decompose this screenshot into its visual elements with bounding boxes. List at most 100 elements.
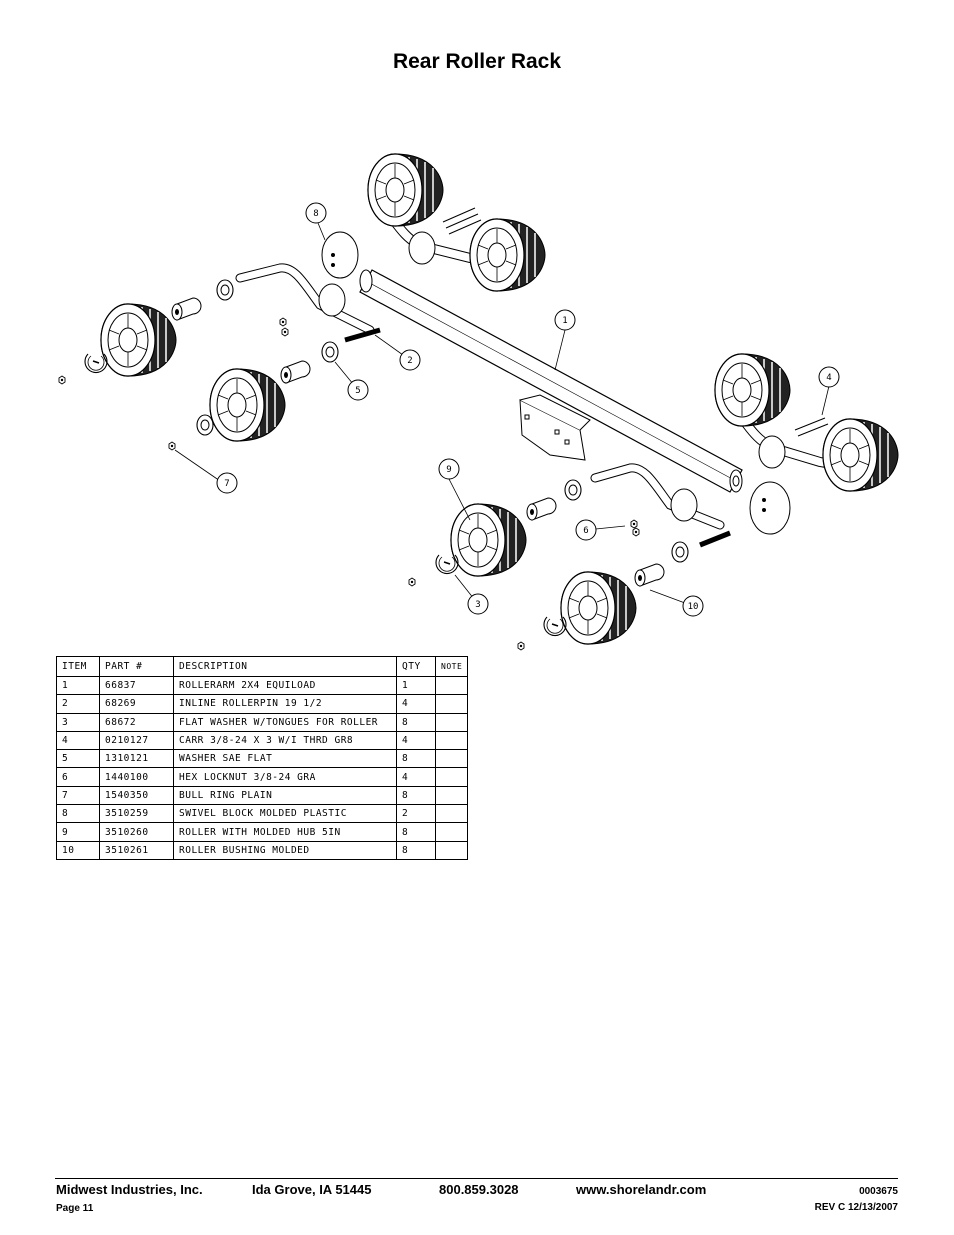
cell-note — [434, 694, 469, 714]
footer-doc-number: 0003675 — [859, 1186, 898, 1197]
rocker-arm-right — [714, 353, 899, 535]
cell-qty: 8 — [396, 822, 436, 842]
callout-4: 4 — [818, 366, 840, 388]
svg-text:5: 5 — [355, 386, 360, 396]
cell-part: 3510261 — [99, 840, 174, 860]
cell-note — [434, 730, 469, 751]
cell-qty: 4 — [396, 767, 436, 787]
cell-note — [434, 749, 469, 769]
cell-part: 3510259 — [99, 804, 174, 824]
cell-desc: ROLLER BUSHING MOLDED — [173, 840, 397, 860]
callout-6: 6 — [575, 519, 597, 541]
cell-qty: 8 — [396, 840, 436, 860]
cell-desc: CARR 3/8-24 X 3 W/I THRD GR8 — [173, 730, 397, 751]
cell-note — [434, 822, 469, 842]
header-description: DESCRIPTION — [173, 656, 397, 677]
cell-part: 68269 — [99, 694, 174, 714]
cell-note — [434, 840, 469, 860]
rollerpin-left — [216, 231, 381, 363]
footer-company: Midwest Industries, Inc. — [56, 1182, 203, 1197]
cell-qty: 8 — [396, 712, 436, 732]
header-part: PART # — [99, 656, 174, 677]
cell-item: 6 — [56, 767, 100, 787]
callout-2: 2 — [399, 349, 421, 371]
center-bracket — [519, 394, 591, 461]
cell-item: 2 — [56, 694, 100, 714]
rollerpin-lower — [564, 463, 731, 563]
svg-text:8: 8 — [313, 209, 318, 219]
footer-phone: 800.859.3028 — [439, 1182, 519, 1197]
svg-text:3: 3 — [475, 600, 480, 610]
cell-part: 68672 — [99, 712, 174, 732]
svg-text:4: 4 — [826, 373, 831, 383]
header-note: NOTE — [434, 656, 469, 677]
cell-item: 3 — [56, 712, 100, 732]
cell-note — [434, 767, 469, 787]
callout-5: 5 — [347, 379, 369, 401]
cell-part: 0210127 — [99, 730, 174, 751]
cell-part: 1440100 — [99, 767, 174, 787]
header-qty: QTY — [396, 656, 436, 677]
cell-note — [434, 712, 469, 732]
cell-note — [434, 785, 469, 806]
footer-website: www.shorelandr.com — [576, 1182, 707, 1197]
cell-item: 9 — [56, 822, 100, 842]
svg-text:10: 10 — [688, 602, 699, 612]
cell-desc: BULL RING PLAIN — [173, 785, 397, 806]
cell-qty: 8 — [396, 785, 436, 806]
cell-item: 8 — [56, 804, 100, 824]
roller-lower-2 — [560, 571, 637, 645]
cell-qty: 8 — [396, 749, 436, 769]
callout-10: 10 — [682, 595, 704, 617]
rocker-arm-top — [367, 153, 546, 292]
page-title: Rear Roller Rack — [392, 50, 562, 73]
cell-note — [434, 804, 469, 824]
cell-desc: INLINE ROLLERPIN 19 1/2 — [173, 694, 397, 714]
cell-item: 7 — [56, 785, 100, 806]
cell-desc: ROLLERARM 2X4 EQUILOAD — [173, 675, 397, 696]
roller-lower-1 — [450, 503, 527, 577]
header-item: ITEM — [56, 656, 100, 677]
footer-location: Ida Grove, IA 51445 — [252, 1182, 372, 1197]
svg-text:2: 2 — [407, 356, 412, 366]
roller-arm-tube — [359, 269, 743, 493]
cell-item: 5 — [56, 749, 100, 769]
cell-desc: WASHER SAE FLAT — [173, 749, 397, 769]
cell-desc: FLAT WASHER W/TONGUES FOR ROLLER — [173, 712, 397, 732]
callout-9: 9 — [438, 458, 460, 480]
svg-text:7: 7 — [224, 479, 229, 489]
cell-desc: SWIVEL BLOCK MOLDED PLASTIC — [173, 804, 397, 824]
footer-revision: REV C 12/13/2007 — [814, 1202, 898, 1213]
cell-part: 1310121 — [99, 749, 174, 769]
roller-left-1 — [100, 303, 177, 377]
cell-item: 10 — [56, 840, 100, 860]
svg-text:6: 6 — [583, 526, 588, 536]
cell-qty: 1 — [396, 675, 436, 696]
cell-part: 3510260 — [99, 822, 174, 842]
table-header-row: ITEM PART # DESCRIPTION QTY NOTE — [56, 656, 469, 677]
cell-desc: HEX LOCKNUT 3/8-24 GRA — [173, 767, 397, 787]
callout-7: 7 — [216, 472, 238, 494]
footer-divider — [55, 1178, 898, 1179]
callout-3: 3 — [467, 593, 489, 615]
cell-qty: 4 — [396, 694, 436, 714]
cell-note — [434, 675, 469, 696]
cell-part: 66837 — [99, 675, 174, 696]
cell-part: 1540350 — [99, 785, 174, 806]
cell-qty: 4 — [396, 730, 436, 751]
callout-8: 8 — [305, 202, 327, 224]
cell-item: 1 — [56, 675, 100, 696]
callout-1: 1 — [554, 309, 576, 331]
svg-text:9: 9 — [446, 465, 451, 475]
exploded-parts-diagram: 1 2 3 4 5 6 7 8 9 10 — [58, 153, 899, 651]
svg-text:1: 1 — [562, 316, 567, 326]
